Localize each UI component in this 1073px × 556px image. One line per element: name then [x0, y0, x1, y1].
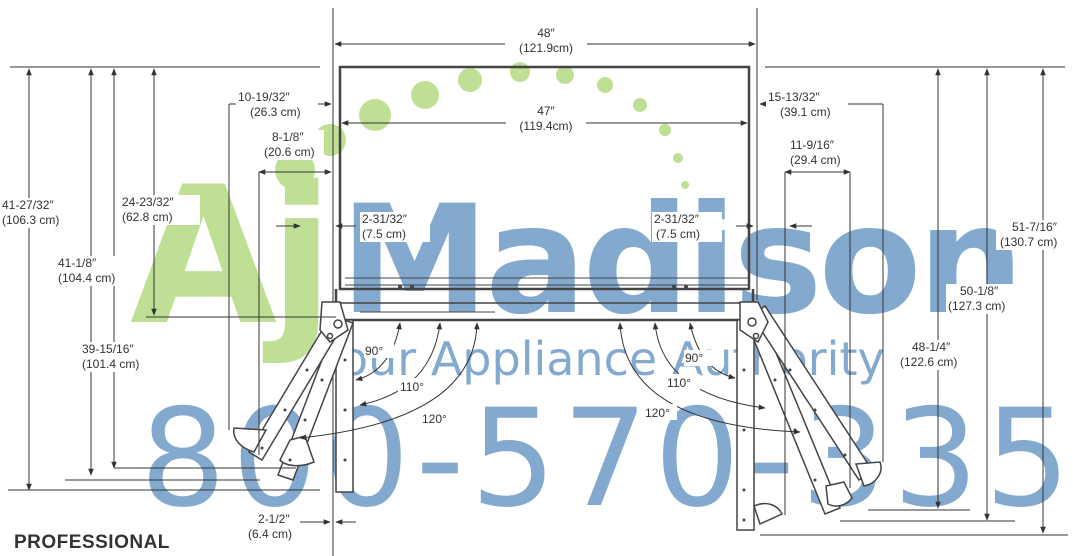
dim-right-depth-90-cm: (122.6 cm)	[900, 355, 957, 369]
dim-left-swing-110-cm: (20.6 cm)	[264, 145, 315, 159]
angle-right-110: 110°	[667, 376, 691, 390]
dim-left-depth-120: 41-27/32″	[2, 198, 54, 212]
dim-overall-width-cm: (121.9cm)	[519, 41, 573, 55]
left-swing-arcs	[299, 322, 480, 441]
dim-right-depth-90: 48-1/4″	[912, 340, 951, 354]
dim-right-depth-120-cm: (130.7 cm)	[1000, 235, 1057, 249]
dim-right-swing-110: 11-9/16″	[790, 138, 835, 152]
angle-left-120: 120°	[422, 412, 447, 426]
dim-left-depth-120-cm: (106.3 cm)	[2, 213, 59, 227]
dim-right-swing-90-cm: (7.5 cm)	[656, 227, 700, 241]
dim-door-thickness-cm: (6.4 cm)	[248, 527, 292, 541]
dim-left-depth-case-cm: (62.8 cm)	[122, 210, 173, 224]
dim-right-depth-110: 50-1/8″	[960, 284, 999, 298]
dim-left-swing-120: 10-19/32″	[238, 90, 290, 104]
dim-left-depth-90-cm: (101.4 cm)	[82, 357, 139, 371]
dim-left-swing-110: 8-1/8″	[272, 130, 304, 144]
dim-case-width: 47″	[537, 104, 555, 118]
dim-right-swing-120: 15-13/32″	[768, 90, 820, 104]
watermark-brand-madison: Madison	[340, 174, 1020, 348]
dim-left-swing-90: 2-31/32″	[362, 212, 408, 226]
dim-left-depth-90: 39-15/16″	[82, 342, 134, 356]
angle-right-90: 90°	[685, 351, 703, 365]
dim-left-depth-110-cm: (104.4 cm)	[58, 271, 115, 285]
dim-left-depth-110: 41-1/8″	[58, 256, 97, 270]
dim-door-thickness: 2-1/2″	[258, 512, 290, 526]
dim-right-swing-120-cm: (39.1 cm)	[780, 105, 831, 119]
dim-left-swing-90-cm: (7.5 cm)	[362, 227, 406, 241]
dim-overall-width: 48″	[537, 26, 555, 40]
dim-left-swing-120-cm: (26.3 cm)	[250, 105, 301, 119]
product-line-label: PROFESSIONAL	[14, 532, 170, 553]
dim-right-swing-110-cm: (29.4 cm)	[790, 153, 841, 167]
dim-left-depth-case: 24-23/32″	[122, 195, 174, 209]
watermark-brand-aj: Aj	[130, 146, 326, 367]
dim-case-width-cm: (119.4cm)	[519, 119, 572, 133]
angle-left-90: 90°	[365, 344, 383, 358]
watermark-dots	[275, 62, 689, 190]
angle-left-110: 110°	[400, 380, 424, 394]
dim-right-swing-90: 2-31/32″	[654, 212, 700, 226]
angle-right-120: 120°	[645, 406, 670, 420]
dim-right-depth-110-cm: (127.3 cm)	[948, 299, 1005, 313]
dim-right-depth-120: 51-7/16″	[1012, 220, 1058, 234]
